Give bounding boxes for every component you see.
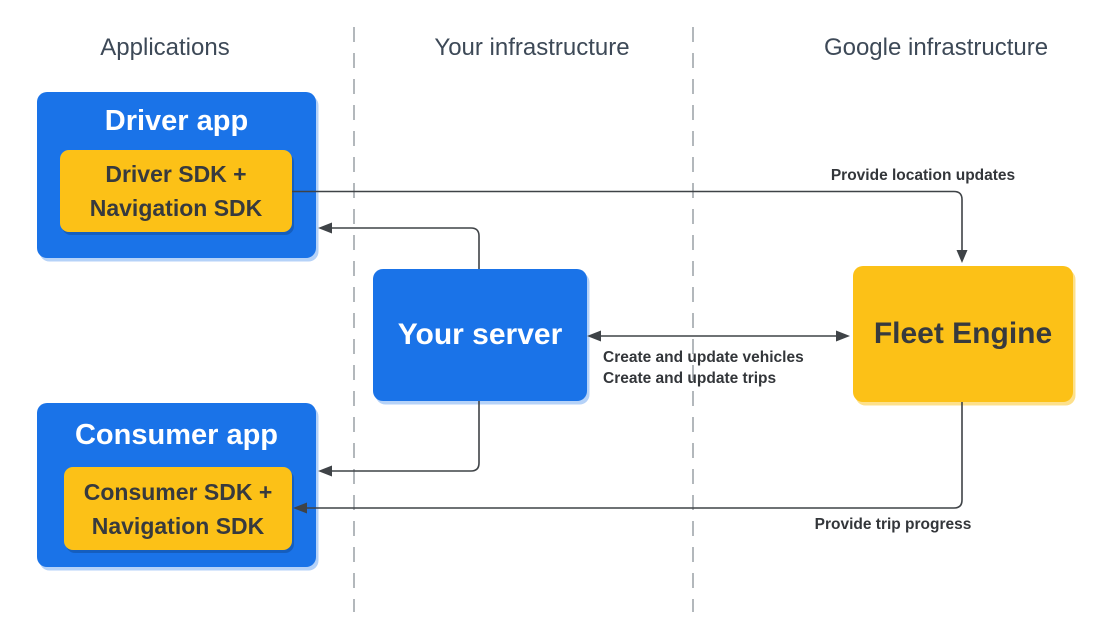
arrowhead-location-updates bbox=[956, 250, 968, 263]
label-vehicles-trips-line1: Create and update vehicles bbox=[603, 349, 804, 366]
driver-sdk-box: Driver SDK + Navigation SDK bbox=[60, 150, 292, 232]
label-trip-progress: Provide trip progress bbox=[814, 516, 972, 533]
consumer-sdk-line2: Navigation SDK bbox=[91, 512, 265, 539]
your-server-title: Your server bbox=[397, 318, 563, 351]
arrowhead-vehicles-trips-left bbox=[587, 330, 601, 342]
consumer-sdk-box: Consumer SDK + Navigation SDK bbox=[64, 467, 292, 550]
driver-sdk-line1: Driver SDK + bbox=[105, 161, 247, 187]
fleet-engine-title: Fleet Engine bbox=[873, 317, 1053, 350]
label-vehicles-trips: Create and update vehicles Create and up… bbox=[603, 347, 804, 389]
fleet-engine-box: Fleet Engine bbox=[853, 266, 1073, 402]
label-location-updates: Provide location updates bbox=[830, 167, 1016, 184]
arrowhead-server-to-driver bbox=[318, 222, 332, 234]
driver-sdk-line2: Navigation SDK bbox=[89, 195, 263, 221]
column-header-your-infrastructure: Your infrastructure bbox=[434, 34, 630, 61]
arrowhead-vehicles-trips-right bbox=[836, 330, 850, 342]
connector-location-updates bbox=[292, 190, 963, 250]
driver-app-box: Driver app Driver SDK + Navigation SDK bbox=[37, 92, 316, 258]
connector-server-to-driver bbox=[332, 227, 480, 269]
arrowhead-server-to-consumer bbox=[318, 465, 332, 477]
label-vehicles-trips-line2: Create and update trips bbox=[603, 370, 777, 387]
consumer-app-box: Consumer app Consumer SDK + Navigation S… bbox=[37, 403, 316, 567]
column-header-applications: Applications bbox=[100, 34, 230, 61]
consumer-sdk-line1: Consumer SDK + bbox=[83, 478, 273, 505]
connector-trip-progress bbox=[307, 402, 963, 509]
driver-app-title: Driver app bbox=[104, 105, 249, 137]
your-server-box: Your server bbox=[373, 269, 587, 401]
consumer-app-title: Consumer app bbox=[74, 419, 279, 451]
column-header-google-infrastructure: Google infrastructure bbox=[823, 34, 1049, 61]
connector-server-to-consumer bbox=[332, 401, 480, 472]
